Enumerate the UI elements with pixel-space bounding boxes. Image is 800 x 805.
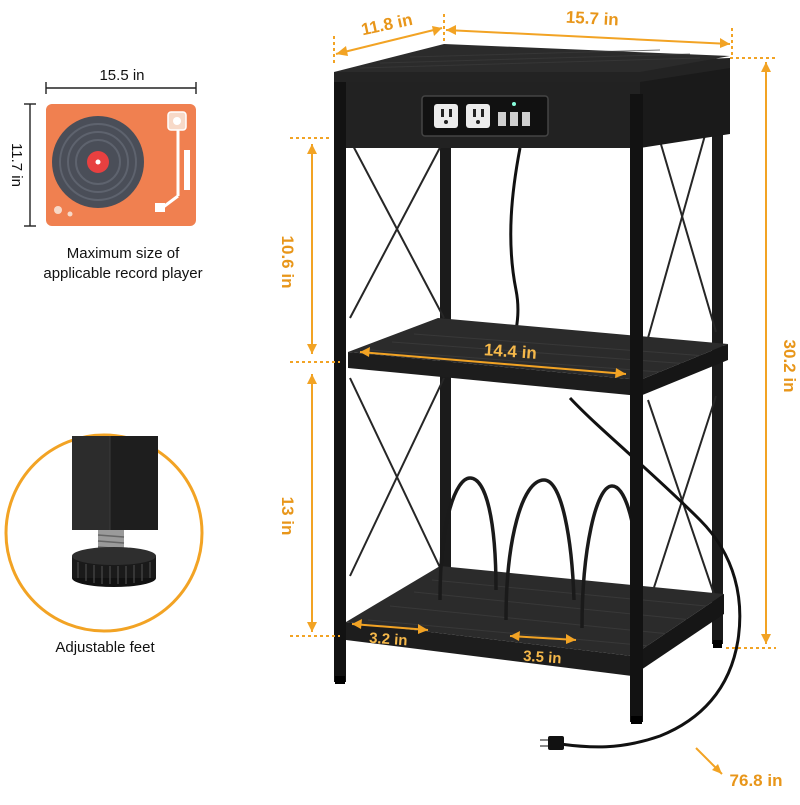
outlet-icon [434, 104, 490, 128]
front-left-post [334, 82, 346, 682]
record-player-caption: Maximum size of applicable record player [20, 244, 226, 284]
top-box-side [640, 68, 730, 148]
divider-gap-dimension-line [509, 635, 577, 641]
total-height-label: 30.2 in [780, 340, 799, 393]
left-side-cross-brace [349, 139, 445, 577]
width-dimension-line [445, 29, 731, 45]
record-player-caption-line2: applicable record player [43, 265, 203, 282]
record-player-caption-line1: Maximum size of [66, 245, 180, 262]
side-gap-dimension-line [351, 623, 429, 631]
power-strip [421, 95, 549, 137]
record-player-width-dimension [45, 82, 197, 94]
adjustable-foot-icon [72, 436, 158, 587]
plug-icon [540, 736, 564, 750]
divider-gap-label: 3.5 in [523, 648, 562, 668]
record-player-illustration: 15.5 in 11.7 in [8, 67, 197, 227]
depth-label: 11.8 in [359, 10, 414, 39]
depth-dimension-line [335, 27, 443, 55]
front-right-post [630, 94, 643, 722]
power-cord-upper [509, 147, 522, 351]
lower-gap-label: 13 in [278, 497, 297, 536]
side-gap-label: 3.2 in [369, 630, 408, 650]
record-player-height-dimension [24, 103, 36, 227]
shelf-width-dimension-line [359, 351, 627, 375]
top-surface-wood [334, 44, 730, 72]
record-stand-illustration [334, 44, 742, 750]
record-player-width-label: 15.5 in [99, 67, 144, 84]
usb-port-icon [498, 102, 530, 126]
cord-length-label: 76.8 in [730, 771, 783, 790]
dimension-arrowheads [307, 25, 771, 774]
turntable-icon [46, 104, 196, 226]
upper-gap-label: 10.6 in [278, 236, 297, 289]
feet-caption: Adjustable feet [55, 639, 155, 656]
middle-shelf [348, 318, 728, 396]
record-player-height-label: 11.7 in [8, 143, 25, 187]
adjustable-foot-detail [4, 433, 204, 633]
width-label: 15.7 in [565, 8, 619, 30]
shelf-width-label: 14.4 in [483, 340, 537, 363]
